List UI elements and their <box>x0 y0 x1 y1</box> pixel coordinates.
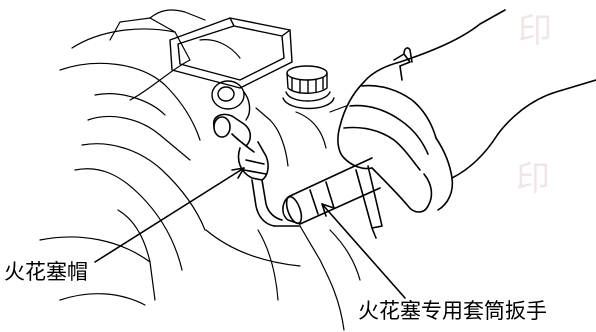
spark-plug-cap <box>212 113 301 227</box>
socket-wrench <box>282 157 383 239</box>
leader-line-spark-plug-cap <box>94 167 245 263</box>
watermark: 印 <box>516 159 550 199</box>
upper-bracket <box>169 17 293 89</box>
oil-filler-cap <box>282 65 335 110</box>
spark-plug-cap-label: 火花塞帽 <box>4 260 88 284</box>
spark-plug-socket-wrench-label: 火花塞专用套筒扳手 <box>358 299 547 323</box>
leader-line-socket-wrench <box>321 203 406 299</box>
engine-boss <box>211 80 251 121</box>
hand <box>337 9 596 213</box>
engine-frame-outline <box>39 9 241 306</box>
watermark: 印 <box>518 11 552 51</box>
engine-lower-body <box>205 105 361 331</box>
